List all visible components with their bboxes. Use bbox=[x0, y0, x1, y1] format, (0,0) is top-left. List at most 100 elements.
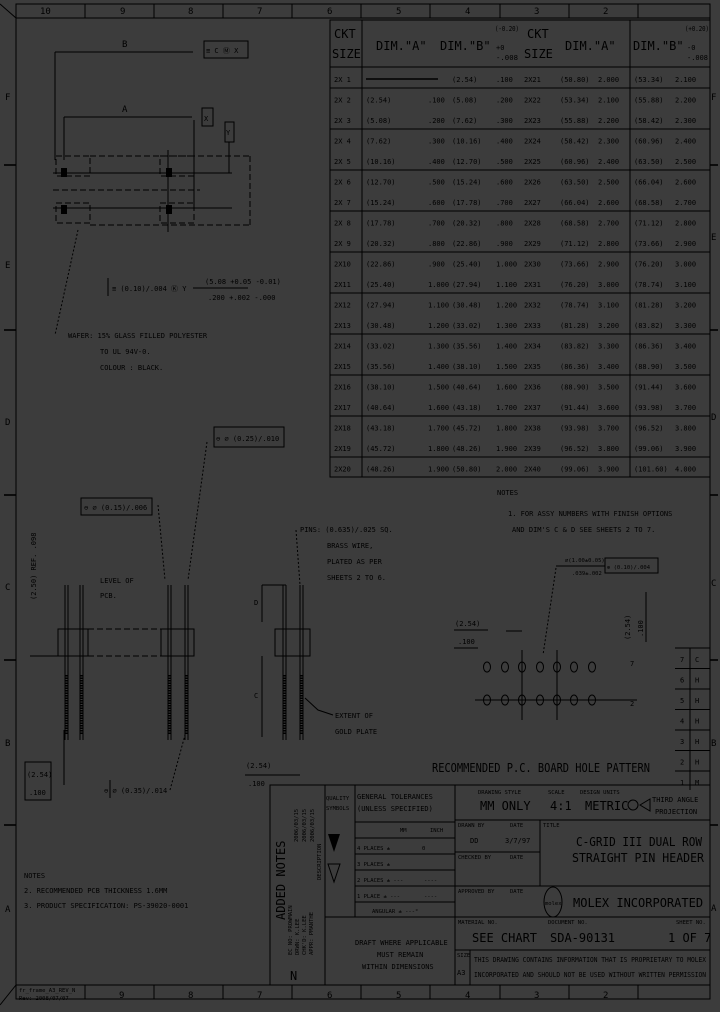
molex-logo bbox=[543, 886, 563, 918]
projection-symbol-icon bbox=[627, 799, 639, 811]
table-cell: 2.300 bbox=[675, 117, 696, 125]
drawing-style-label: DRAWING STYLE bbox=[478, 790, 521, 796]
pos-mm: (5.08 +0.05 -0.01) bbox=[205, 278, 281, 286]
table-cell: 2X27 bbox=[524, 199, 541, 207]
table-cell: .400 bbox=[428, 158, 445, 166]
table-cell: 2X21 bbox=[524, 76, 541, 84]
gold-note: GOLD PLATE bbox=[335, 728, 377, 736]
table-cell: 2X33 bbox=[524, 322, 541, 330]
zone-number: 3 bbox=[534, 7, 539, 17]
table-cell: (83.82) bbox=[634, 322, 664, 330]
table-cell: (40.64) bbox=[452, 384, 482, 392]
tol-row: 1 PLACE ± --- bbox=[357, 894, 400, 900]
pcb-hole bbox=[536, 661, 544, 673]
zone-number: 6 bbox=[327, 7, 332, 17]
wafer-note: WAFER: 15% GLASS FILLED POLYESTER bbox=[68, 332, 208, 340]
zone-letter: A bbox=[5, 905, 11, 915]
table-cell: 2X31 bbox=[524, 281, 541, 289]
table-cell: (78.74) bbox=[634, 281, 664, 289]
zone-number: 2 bbox=[603, 7, 608, 17]
table-cell: 1.300 bbox=[496, 322, 517, 330]
table-cell: 2X30 bbox=[524, 261, 541, 269]
table-cell: (88.90) bbox=[634, 363, 664, 371]
zone-letter: D bbox=[5, 418, 10, 428]
zone-letter: E bbox=[5, 261, 10, 271]
header-tol: -.008 bbox=[687, 54, 708, 62]
pins-note: PINS: (0.635)/.025 SQ. bbox=[300, 526, 393, 534]
table-cell: 1.600 bbox=[496, 384, 517, 392]
table-cell: (55.88) bbox=[634, 97, 664, 105]
table-cell: (10.16) bbox=[452, 138, 482, 146]
note-line: 1. FOR ASSY NUMBERS WITH FINISH OPTIONS bbox=[508, 510, 672, 518]
table-cell: 1.800 bbox=[428, 445, 449, 453]
table-cell: .600 bbox=[428, 199, 445, 207]
table-cell: 2.000 bbox=[496, 466, 517, 474]
notes-title: NOTES bbox=[24, 872, 45, 880]
revision-name: APPR: PMANTHE bbox=[309, 912, 315, 955]
pitch-in: .100 bbox=[458, 638, 475, 646]
table-cell: 3.600 bbox=[598, 404, 619, 412]
zone-number: 5 bbox=[396, 991, 401, 1001]
tol-row: ANGULAR ± ---° bbox=[372, 909, 418, 915]
revision-date: 2006/03/15 bbox=[294, 809, 300, 842]
table-cell: 1.900 bbox=[428, 466, 449, 474]
table-cell: .900 bbox=[428, 261, 445, 269]
title-label: TITLE bbox=[543, 823, 560, 829]
table-cell: (91.44) bbox=[634, 384, 664, 392]
row-in: .100 bbox=[637, 620, 645, 637]
table-cell: .200 bbox=[428, 117, 445, 125]
pitch-mm: (2.54) bbox=[246, 762, 271, 770]
zone-number: 3 bbox=[534, 991, 539, 1001]
pin bbox=[282, 585, 287, 740]
table-cell: 3.300 bbox=[598, 343, 619, 351]
hole-fcf: ⊕ (0.10)/.004 bbox=[607, 565, 651, 571]
table-cell: .300 bbox=[428, 138, 445, 146]
note-line: 2. RECOMMENDED PCB THICKNESS 1.6MM bbox=[24, 887, 167, 895]
sheet-no: 1 OF 7 bbox=[668, 931, 711, 945]
table-cell: .900 bbox=[496, 240, 513, 248]
table-cell: 3.900 bbox=[675, 445, 696, 453]
table-cell: .800 bbox=[428, 240, 445, 248]
template-label: fr_frame_A3_REV_N bbox=[19, 988, 75, 994]
table-cell: (93.98) bbox=[634, 404, 664, 412]
zone-letter: C bbox=[5, 583, 10, 593]
table-cell: 2.500 bbox=[675, 158, 696, 166]
table-cell: 3.400 bbox=[598, 363, 619, 371]
pcb-hole bbox=[483, 694, 491, 706]
table-cell: (12.70) bbox=[366, 179, 396, 187]
zone-letter: D bbox=[711, 413, 716, 423]
pcb-hole bbox=[588, 661, 596, 673]
quality-symbol-outline-icon bbox=[327, 863, 341, 884]
table-cell: 2X29 bbox=[524, 240, 541, 248]
material-no: SEE CHART bbox=[472, 931, 537, 945]
table-cell: .700 bbox=[496, 199, 513, 207]
dim-b-label: B bbox=[122, 40, 127, 50]
pcb-hole bbox=[553, 661, 561, 673]
tol-inch: ---- bbox=[424, 878, 437, 884]
table-cell: 2X39 bbox=[524, 445, 541, 453]
table-cell: (101.60) bbox=[634, 466, 668, 474]
zone-number: 4 bbox=[465, 991, 470, 1001]
pins-note: BRASS WIRE, bbox=[327, 542, 373, 550]
table-cell: 1.500 bbox=[496, 363, 517, 371]
table-cell: 2.400 bbox=[675, 138, 696, 146]
table-cell: (81.28) bbox=[634, 302, 664, 310]
table-cell: 2X14 bbox=[334, 343, 351, 351]
zone-number: 4 bbox=[465, 7, 470, 17]
table-cell: 1.700 bbox=[496, 404, 517, 412]
size: A3 bbox=[457, 969, 465, 977]
zone-letter: B bbox=[5, 739, 10, 749]
table-cell: 3.800 bbox=[675, 425, 696, 433]
pcb-hole bbox=[483, 661, 491, 673]
revision-sheet: 7 bbox=[680, 656, 684, 664]
table-cell: 3.500 bbox=[598, 384, 619, 392]
revision-date: 2006/03/15 bbox=[302, 809, 308, 842]
table-cell: 2X 8 bbox=[334, 220, 351, 228]
